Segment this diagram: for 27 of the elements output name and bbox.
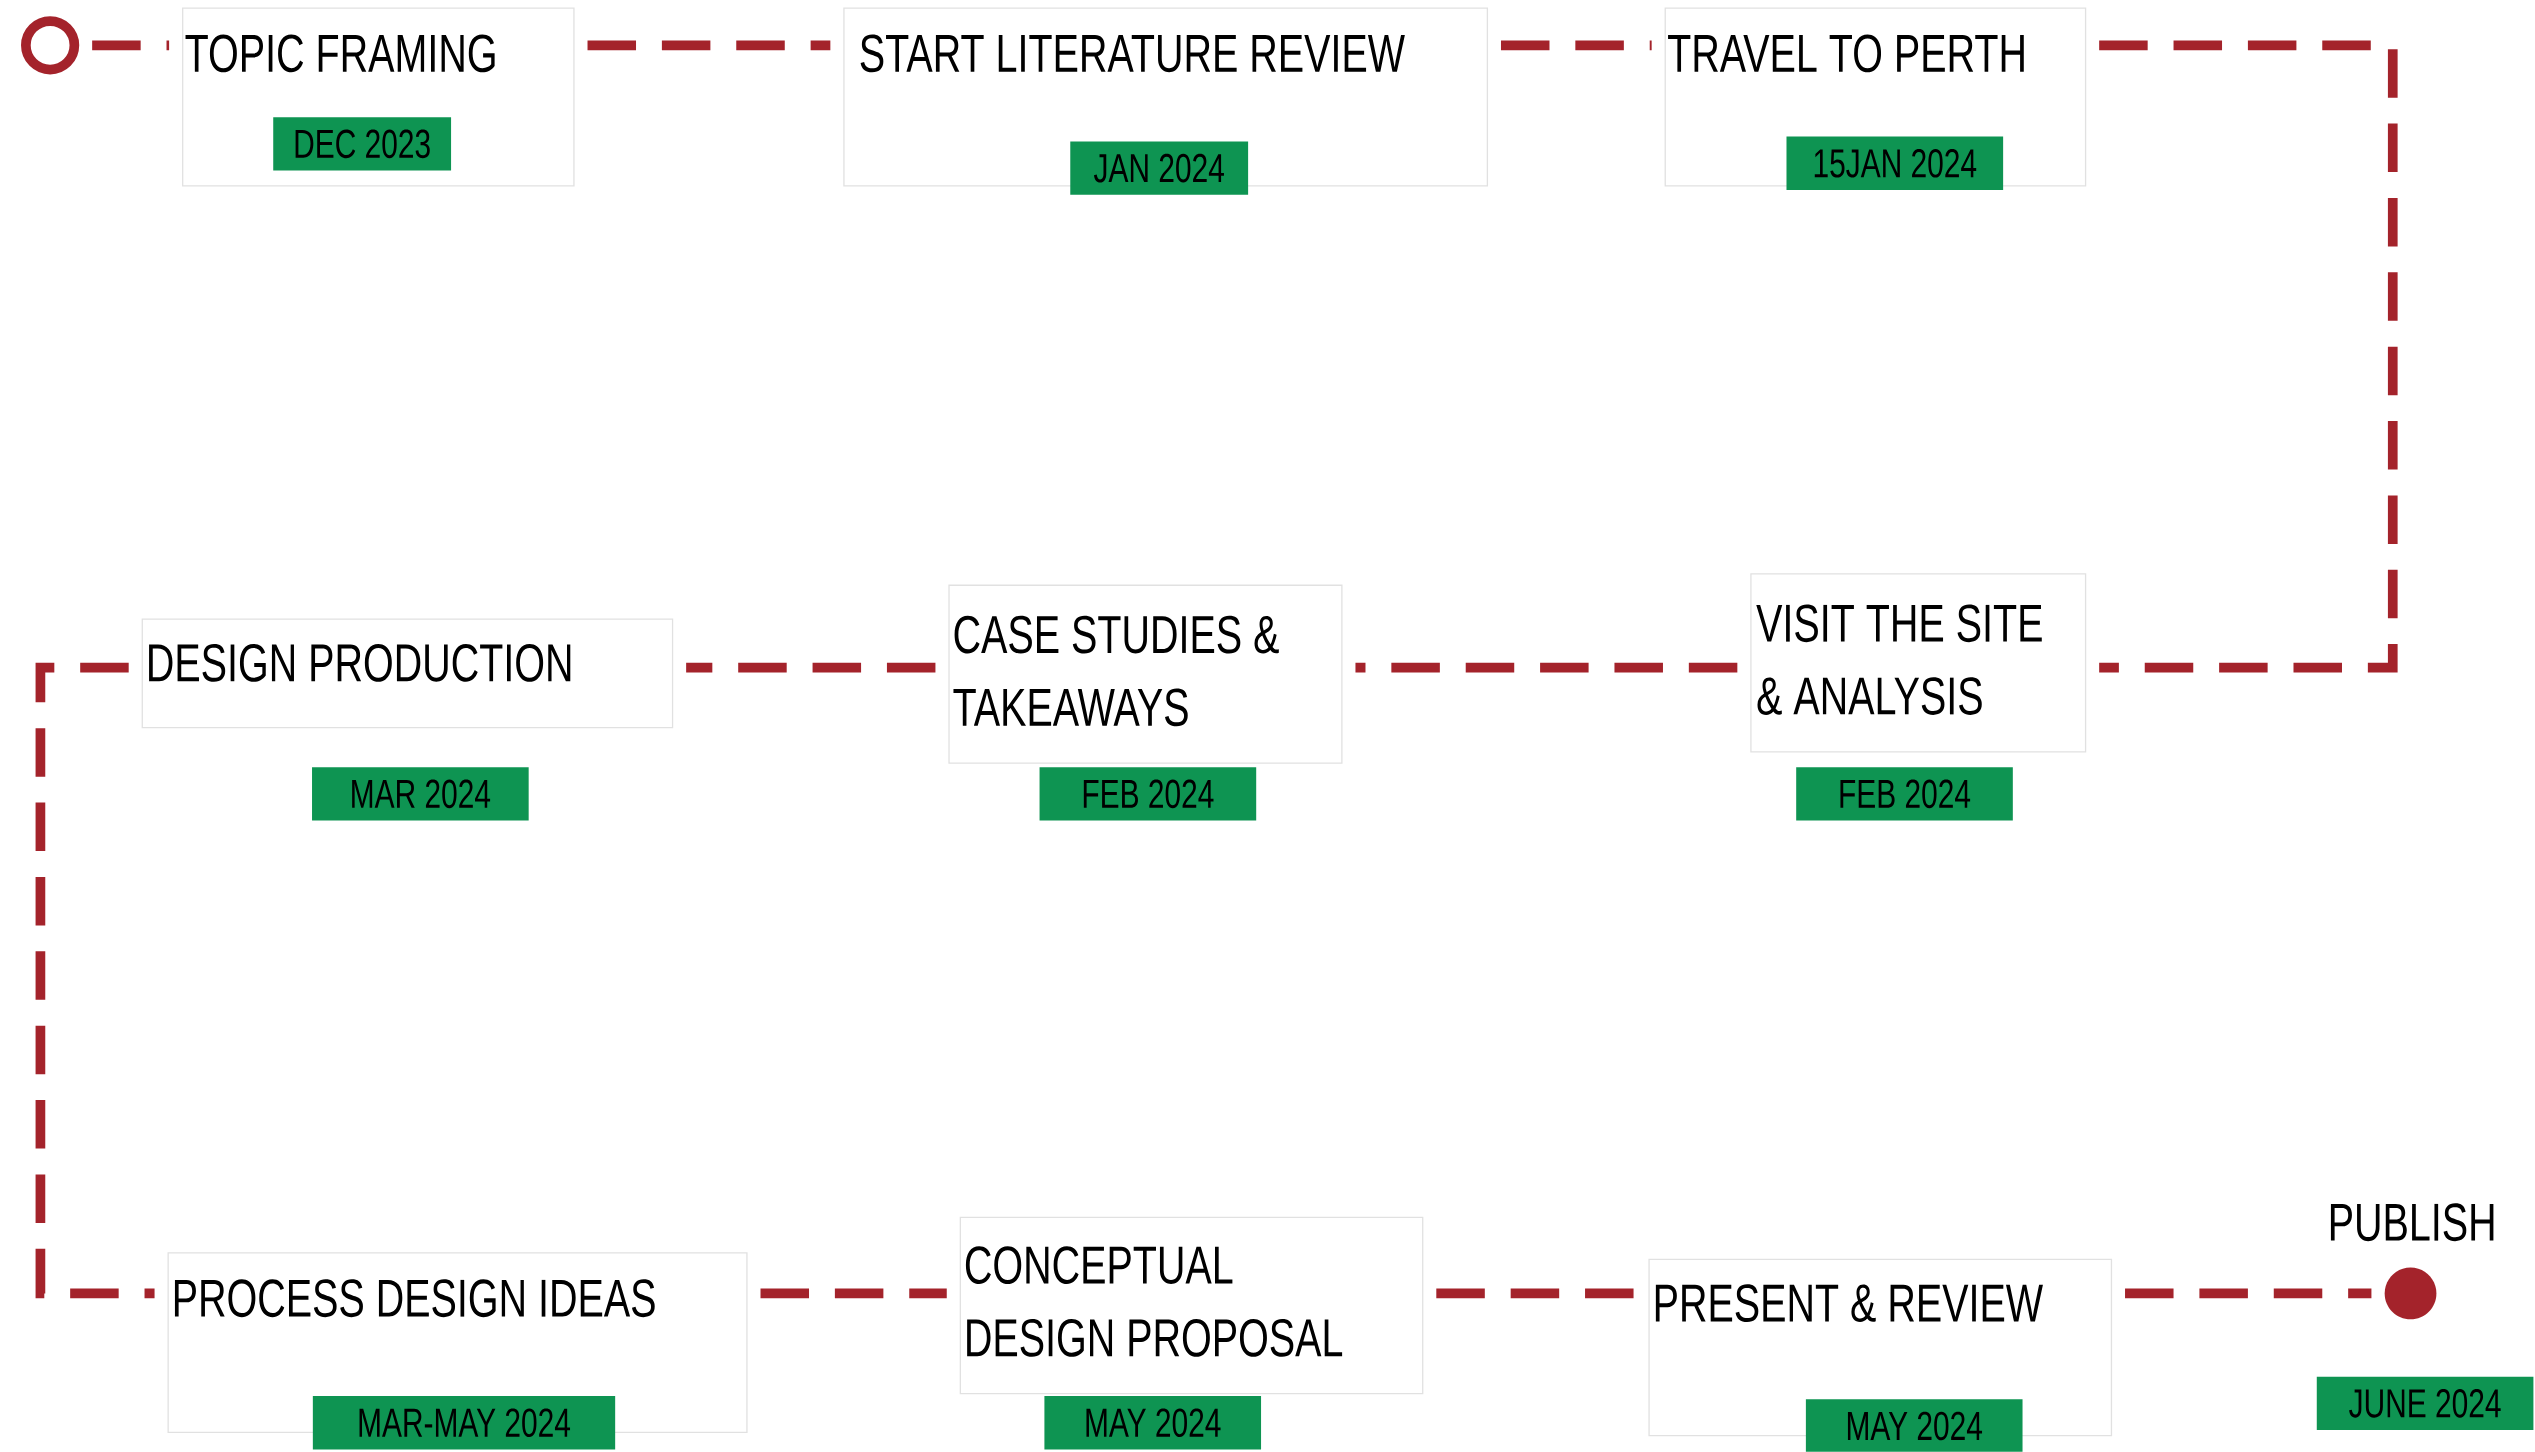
date-tag: MAR-MAY 2024 (312, 1396, 616, 1450)
dashed-connector (1355, 662, 1738, 673)
timeline-box: DESIGN PRODUCTION (141, 618, 674, 729)
date-tag: MAY 2024 (1044, 1396, 1262, 1450)
dashed-connector (2099, 40, 2398, 673)
date-tag: DEC 2023 (273, 117, 452, 171)
milestone-label: PUBLISH (2330, 1203, 2494, 1242)
date-tag: MAR 2024 (312, 767, 529, 821)
dashed-connector (1501, 40, 1652, 51)
dashed-connector (760, 1288, 947, 1299)
date-tag: JAN 2024 (1070, 141, 1249, 195)
timeline-box: CASE STUDIES & TAKEAWAYS (948, 584, 1343, 764)
timeline-box: CONCEPTUAL DESIGN PROPOSAL (959, 1216, 1424, 1395)
timeline-box: VISIT THE SITE & ANALYSIS (1750, 573, 2087, 753)
start-ring (21, 16, 80, 75)
dashed-connector (1436, 1288, 1636, 1299)
date-tag: FEB 2024 (1796, 767, 2013, 821)
dashed-connector (35, 662, 155, 1299)
dashed-connector (686, 662, 936, 673)
date-tag: 15JAN 2024 (1786, 136, 2004, 191)
date-tag: FEB 2024 (1039, 767, 1257, 821)
dashed-connector (2125, 1288, 2372, 1299)
date-tag: MAY 2024 (1805, 1399, 2023, 1452)
dashed-connector (587, 40, 831, 51)
end-dot (2384, 1267, 2437, 1320)
dashed-connector (92, 40, 170, 51)
date-tag: JUNE 2024 (2316, 1376, 2534, 1431)
